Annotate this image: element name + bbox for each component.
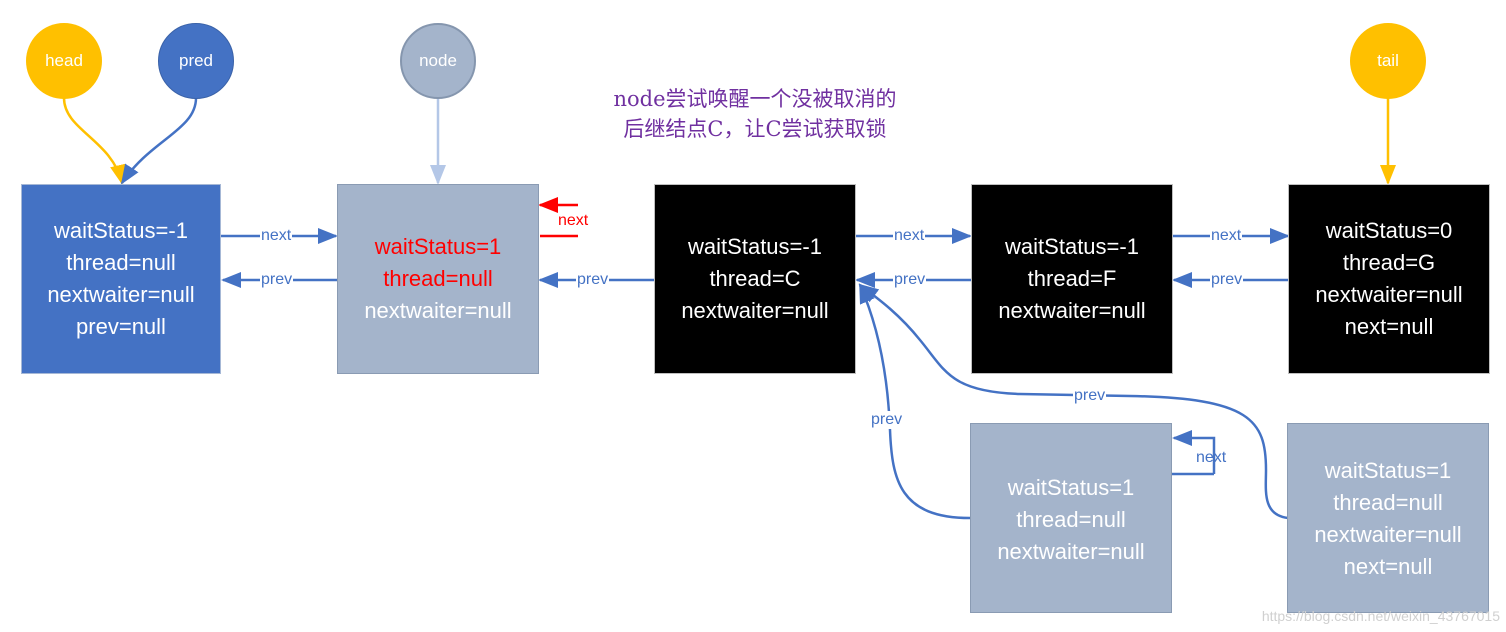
edge-label-prev: prev: [1073, 387, 1107, 405]
node-field: nextwaiter=null: [998, 298, 1146, 323]
edge-label-next: next: [893, 227, 926, 245]
node-field: waitStatus=-1: [54, 218, 188, 243]
edge-label-prev: prev: [870, 411, 904, 429]
head-pointer: head: [26, 23, 102, 99]
tail-pointer-label: tail: [1377, 51, 1399, 70]
node-field: waitStatus=-1: [688, 234, 822, 259]
annotation-text: node尝试唤醒一个没被取消的 后继结点C，让C尝试获取锁: [560, 84, 950, 144]
head-pointer-arrow: [62, 97, 126, 185]
watermark: https://blog.csdn.net/weixin_43767015: [1261, 608, 1500, 624]
node-field: thread=C: [709, 266, 801, 291]
edge-label-next: next: [260, 227, 293, 245]
node-pointer: node: [400, 23, 476, 99]
pred-pointer-label: pred: [178, 51, 214, 70]
prev-link-cancelled2-to-c: [858, 283, 1289, 520]
edge-label-prev: prev: [576, 271, 610, 289]
f-node: waitStatus=-1 thread=F nextwaiter=null: [971, 184, 1173, 374]
edge-label-next: next: [1196, 449, 1227, 466]
prev-link-cancelled1-to-c: [858, 283, 971, 520]
node-field: nextwaiter=null: [1314, 522, 1462, 547]
tail-pointer: tail: [1350, 23, 1426, 99]
node-field: nextwaiter=null: [997, 539, 1145, 564]
annotation-line-1: node尝试唤醒一个没被取消的: [613, 87, 897, 111]
node-field: thread=null: [66, 250, 176, 275]
head-pointer-label: head: [45, 51, 83, 70]
current-node: waitStatus=1 thread=null nextwaiter=null: [337, 184, 539, 374]
node-field: thread=null: [1333, 490, 1443, 515]
edge-label-next: next: [1210, 227, 1243, 245]
node-field: thread=F: [1027, 266, 1117, 291]
node-field: nextwaiter=null: [364, 298, 512, 323]
node-field: nextwaiter=null: [681, 298, 829, 323]
edge-label-prev: prev: [260, 271, 294, 289]
node-field: nextwaiter=null: [47, 282, 195, 307]
g-node: waitStatus=0 thread=G nextwaiter=null ne…: [1288, 184, 1490, 374]
next-link-cancelled1-self: [1172, 430, 1216, 474]
node-field: nextwaiter=null: [1315, 282, 1463, 307]
edge-label-prev: prev: [893, 271, 927, 289]
annotation-line-2: 后继结点C，让C尝试获取锁: [623, 117, 887, 141]
head-node: waitStatus=-1 thread=null nextwaiter=nul…: [21, 184, 221, 374]
node-field: thread=G: [1342, 250, 1436, 275]
node-pointer-label: node: [419, 51, 457, 70]
edge-label-prev: prev: [1210, 271, 1244, 289]
edge-label-next-red: next: [558, 212, 589, 229]
node-field-highlighted: thread=null: [383, 266, 493, 291]
node-field: next=null: [1344, 314, 1434, 339]
cancelled-node-2: waitStatus=1 thread=null nextwaiter=null…: [1287, 423, 1489, 613]
node-field: next=null: [1343, 554, 1433, 579]
c-node: waitStatus=-1 thread=C nextwaiter=null: [654, 184, 856, 374]
node-field: waitStatus=1: [1007, 475, 1135, 500]
node-field: waitStatus=0: [1325, 218, 1453, 243]
cancelled-node-1: waitStatus=1 thread=null nextwaiter=null: [970, 423, 1172, 613]
node-field-highlighted: waitStatus=1: [374, 234, 502, 259]
node-field: prev=null: [76, 314, 166, 339]
node-field: waitStatus=1: [1324, 458, 1452, 483]
pred-pointer: pred: [158, 23, 234, 99]
pred-pointer-arrow: [120, 97, 198, 185]
node-field: thread=null: [1016, 507, 1126, 532]
node-field: waitStatus=-1: [1005, 234, 1139, 259]
